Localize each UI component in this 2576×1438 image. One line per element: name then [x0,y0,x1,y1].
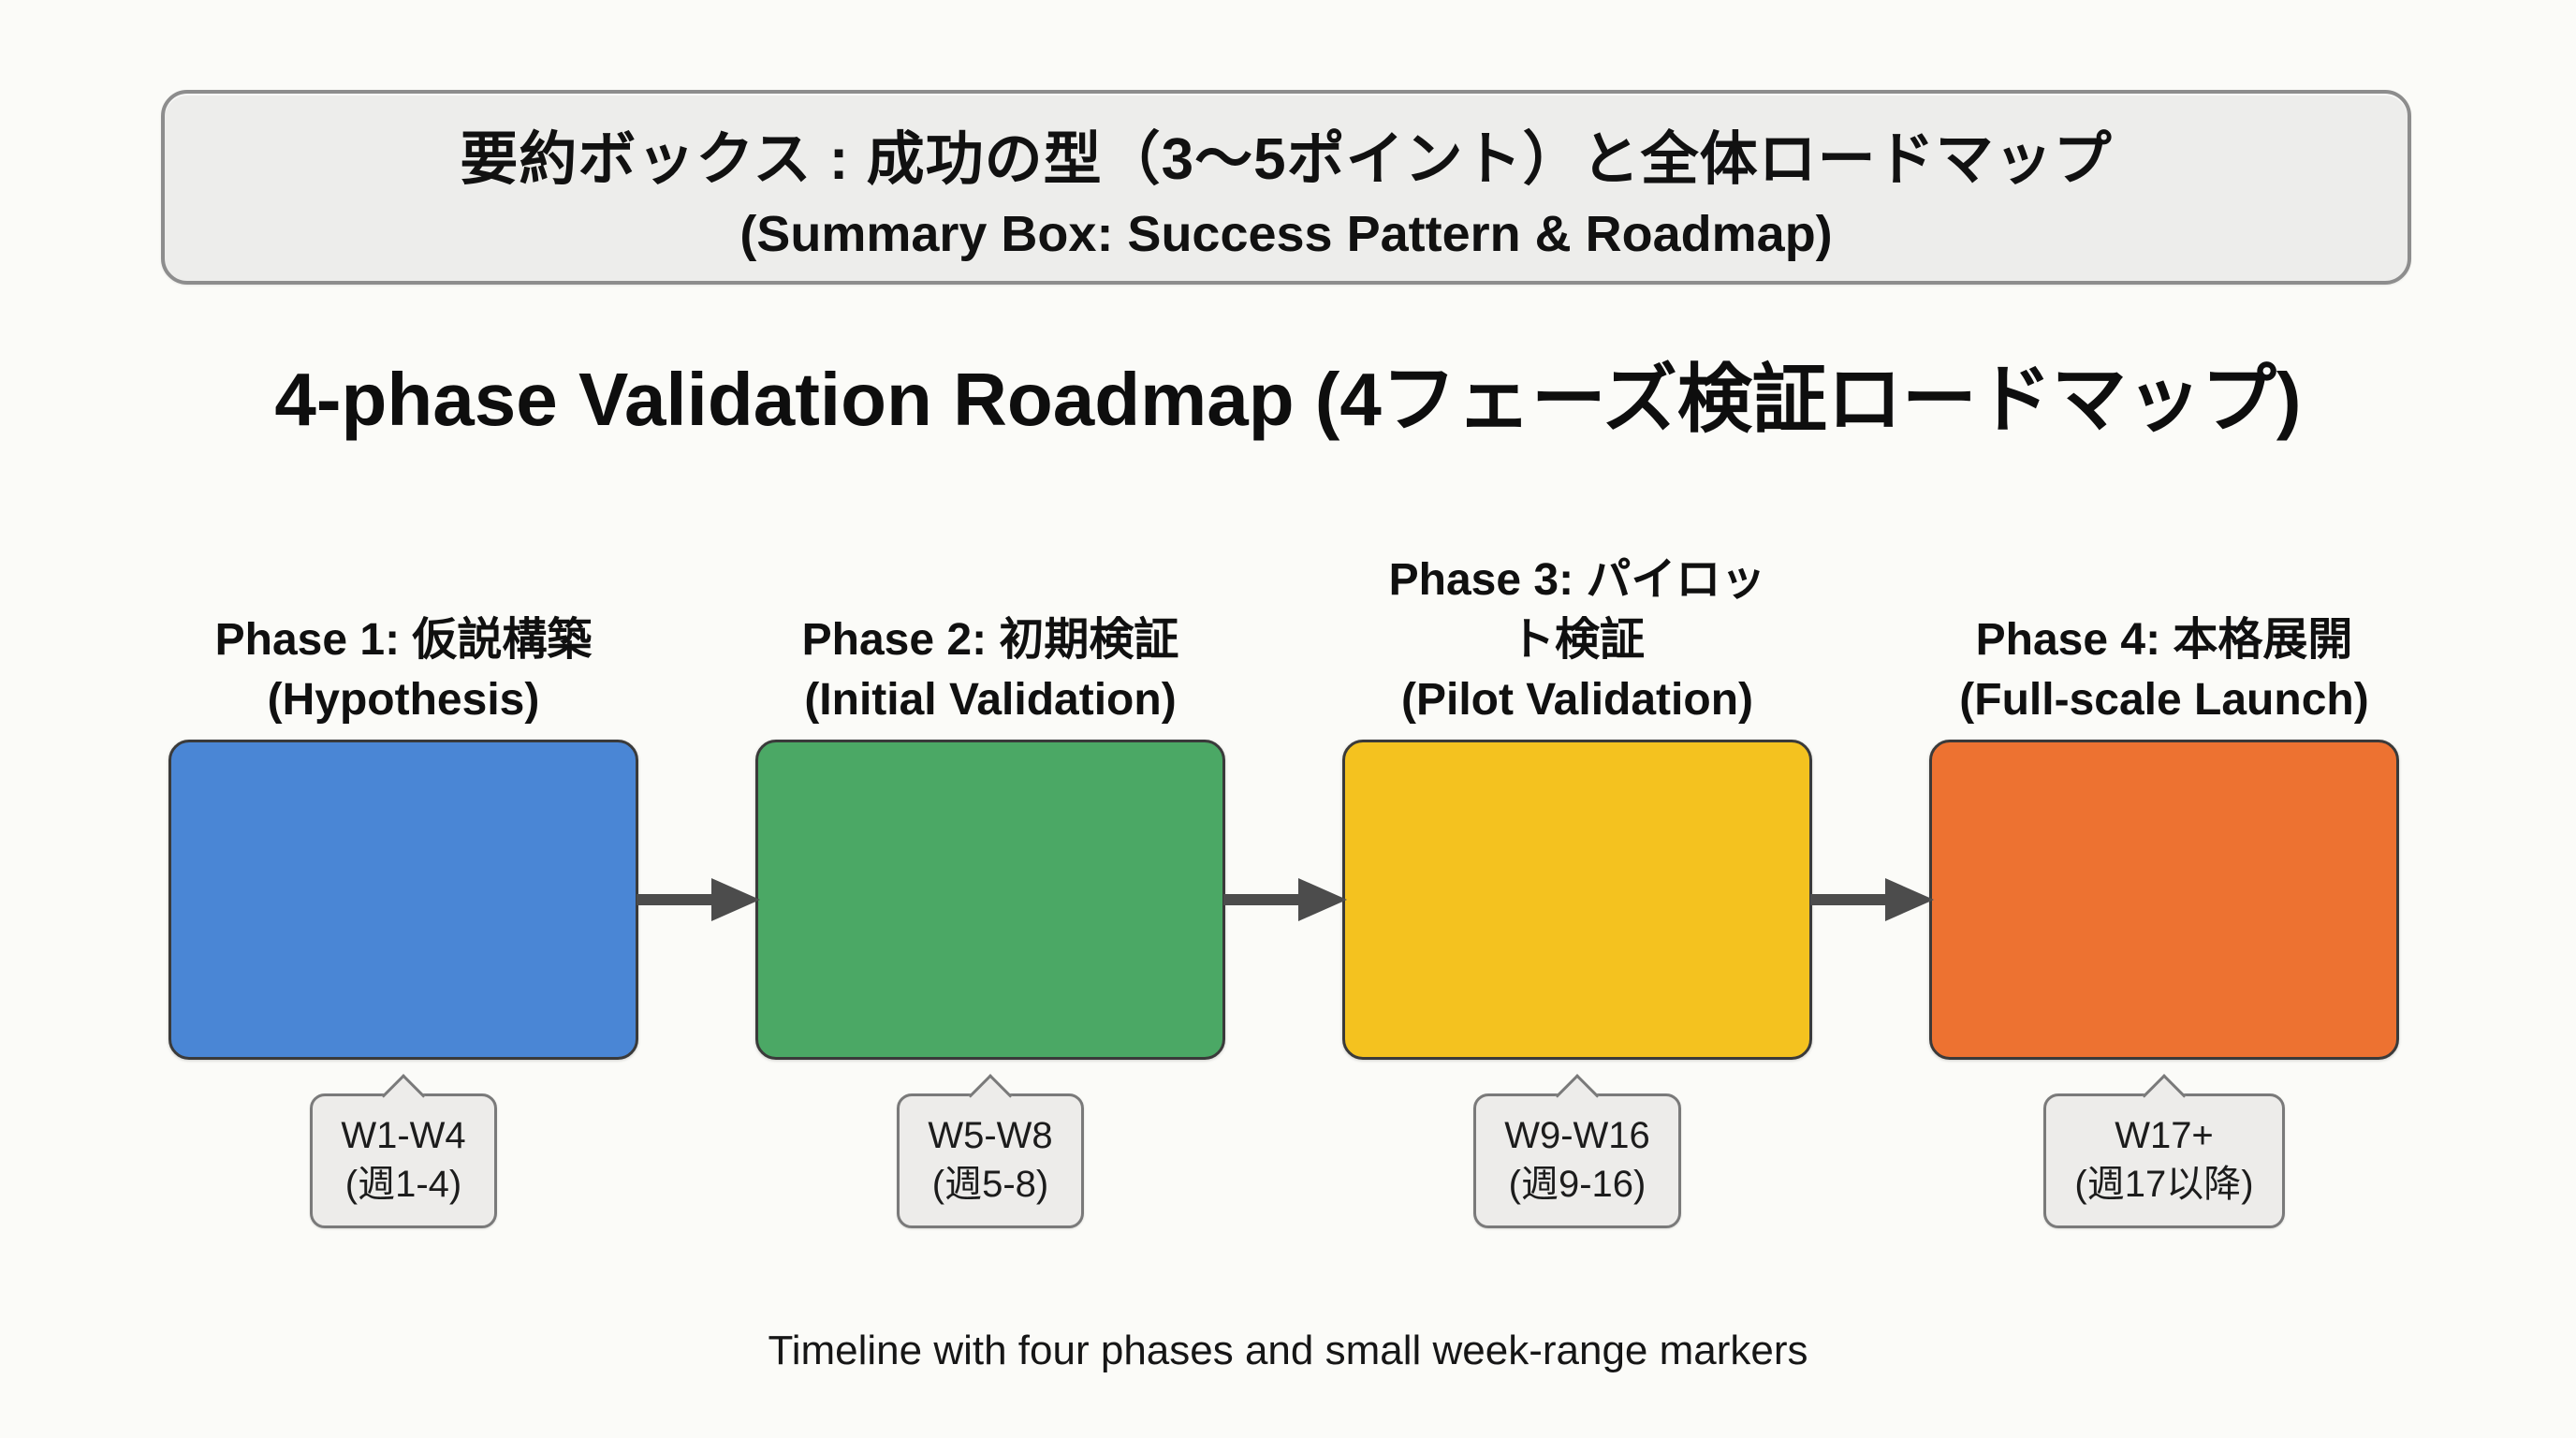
phase-2-label-ja: Phase 2: 初期検証 [801,615,1179,665]
arrow-line [1223,894,1308,905]
phase-1-box [168,740,638,1060]
phase-3-week-marker: W9-W16 (週9-16) [1473,1093,1681,1228]
phase-1-week-marker: W1-W4 (週1-4) [310,1093,497,1228]
phase-2-column: Phase 2: 初期検証 (Initial Validation) W5-W8… [755,545,1225,1228]
arrow-line [1810,894,1895,905]
phase-4-week-range: W17+ [2115,1115,2214,1156]
footer-caption: Timeline with four phases and small week… [768,1328,1808,1373]
phase-4-label: Phase 4: 本格展開 (Full-scale Launch) [1874,545,2454,730]
phase-4-label-en: (Full-scale Launch) [1959,675,2369,725]
phase-2-week-range: W5-W8 [928,1115,1053,1156]
phase-4-week-range-ja: (週17以降) [2074,1164,2254,1205]
flow-arrow-1 [637,878,760,921]
phase-1-column: Phase 1: 仮説構築 (Hypothesis) W1-W4 (週1-4) [168,545,638,1228]
phase-4-column: Phase 4: 本格展開 (Full-scale Launch) W17+ (… [1929,545,2399,1228]
phase-2-label-en: (Initial Validation) [804,675,1177,725]
arrow-right-icon [1885,878,1934,921]
phase-3-week-range: W9-W16 [1504,1115,1650,1156]
phase-3-label: Phase 3: パイロッ ト検証 (Pilot Validation) [1287,545,1867,730]
summary-box-title-en: (Summary Box: Success Pattern & Roadmap) [739,206,1833,262]
phase-2-week-range-ja: (週5-8) [931,1164,1049,1205]
phase-4-label-ja: Phase 4: 本格展開 [1975,615,2353,665]
phase-3-column: Phase 3: パイロッ ト検証 (Pilot Validation) W9-… [1342,545,1812,1228]
summary-box-title-ja: 要約ボックス : 成功の型（3〜5ポイント）と全体ロードマップ [460,127,2113,192]
phase-4-week-marker: W17+ (週17以降) [2043,1093,2285,1228]
phase-2-label: Phase 2: 初期検証 (Initial Validation) [700,545,1281,730]
flow-arrow-2 [1223,878,1347,921]
page-title: 4-phase Validation Roadmap (4フェーズ検証ロードマッ… [274,358,2302,441]
phase-3-box [1342,740,1812,1060]
phase-1-label: Phase 1: 仮説構築 (Hypothesis) [113,545,694,730]
phase-1-label-en: (Hypothesis) [267,675,540,725]
phase-4-box [1929,740,2399,1060]
phase-3-week-range-ja: (週9-16) [1508,1164,1647,1205]
phase-3-label-en: (Pilot Validation) [1400,675,1753,725]
phase-1-label-ja: Phase 1: 仮説構築 [214,615,593,665]
phase-2-box [755,740,1225,1060]
arrow-right-icon [711,878,760,921]
summary-box: 要約ボックス : 成功の型（3〜5ポイント）と全体ロードマップ (Summary… [161,90,2411,285]
phase-1-week-range: W1-W4 [341,1115,466,1156]
phase-1-week-range-ja: (週1-4) [344,1164,462,1205]
arrow-line [637,894,721,905]
arrow-right-icon [1298,878,1347,921]
phase-3-label-ja-line1: Phase 3: パイロッ [1388,555,1766,605]
phase-3-label-ja-line2: ト検証 [1509,615,1645,665]
flow-arrow-3 [1810,878,1934,921]
phase-2-week-marker: W5-W8 (週5-8) [897,1093,1084,1228]
